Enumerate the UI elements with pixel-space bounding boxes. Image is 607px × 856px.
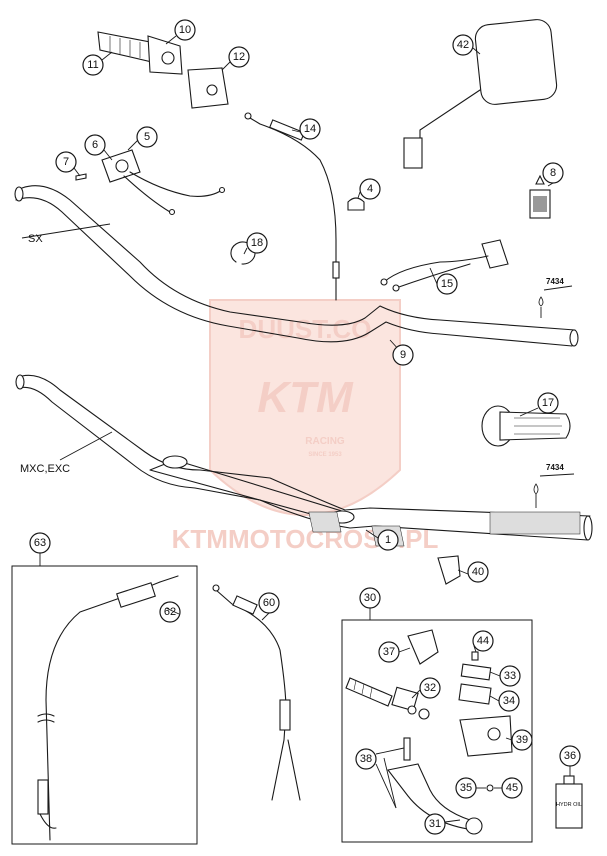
light-switch xyxy=(380,239,509,292)
svg-text:32: 32 xyxy=(424,682,436,694)
callout-12[interactable]: 12 xyxy=(228,46,250,68)
sx-handlebar: SX 7434 xyxy=(14,185,579,352)
svg-text:4: 4 xyxy=(367,183,373,195)
svg-text:40: 40 xyxy=(472,566,484,578)
kill-switch xyxy=(75,149,226,216)
callout-5[interactable]: 5 xyxy=(136,126,158,148)
throttle-cable xyxy=(244,112,340,301)
callout-18[interactable]: 18 xyxy=(246,232,268,254)
svg-text:45: 45 xyxy=(506,782,518,794)
svg-text:44: 44 xyxy=(477,635,489,647)
svg-text:15: 15 xyxy=(441,278,453,290)
callout-40[interactable]: 40 xyxy=(467,561,489,583)
cable-cap xyxy=(347,197,365,211)
callout-45[interactable]: 45 xyxy=(501,777,523,799)
callout-30[interactable]: 30 xyxy=(359,587,381,609)
svg-text:34: 34 xyxy=(503,695,515,707)
svg-text:36: 36 xyxy=(564,750,576,762)
svg-text:14: 14 xyxy=(304,123,316,135)
small-clamp xyxy=(437,555,461,585)
svg-text:1: 1 xyxy=(385,534,391,546)
callout-15[interactable]: 15 xyxy=(436,273,458,295)
callout-60[interactable]: 60 xyxy=(258,592,280,614)
callout-34[interactable]: 34 xyxy=(498,690,520,712)
callout-32[interactable]: 32 xyxy=(419,677,441,699)
callout-1[interactable]: 1 xyxy=(377,529,399,551)
callout-35[interactable]: 35 xyxy=(455,777,477,799)
svg-text:9: 9 xyxy=(400,349,406,361)
svg-text:39: 39 xyxy=(516,734,528,746)
left-grip xyxy=(481,405,571,447)
clutch-cable xyxy=(212,584,301,801)
svg-text:10: 10 xyxy=(179,24,191,36)
svg-text:38: 38 xyxy=(360,753,372,765)
watermark-racing: RACING xyxy=(305,436,345,447)
callout-31[interactable]: 31 xyxy=(424,813,446,835)
bottle-label: HYDR OIL xyxy=(556,802,582,808)
svg-text:17: 17 xyxy=(542,397,554,409)
callout-14[interactable]: 14 xyxy=(299,118,321,140)
svg-text:60: 60 xyxy=(263,597,275,609)
svg-text:6: 6 xyxy=(92,139,98,151)
throttle-grip-assembly xyxy=(97,31,183,75)
svg-text:30: 30 xyxy=(364,592,376,604)
callout-36[interactable]: 36 xyxy=(559,745,581,767)
svg-text:11: 11 xyxy=(87,59,98,71)
callout-9[interactable]: 9 xyxy=(392,344,414,366)
svg-text:31: 31 xyxy=(429,818,441,830)
callout-63[interactable]: 63 xyxy=(29,532,51,554)
hot-start-box xyxy=(11,553,198,845)
callout-17[interactable]: 17 xyxy=(537,392,559,414)
svg-text:8: 8 xyxy=(550,167,556,179)
svg-text:7: 7 xyxy=(63,156,69,168)
callout-10[interactable]: 10 xyxy=(174,19,196,41)
callout-7[interactable]: 7 xyxy=(55,151,77,173)
svg-text:37: 37 xyxy=(383,646,395,658)
svg-text:33: 33 xyxy=(504,670,516,682)
svg-text:42: 42 xyxy=(457,39,469,51)
sx-code: 7434 xyxy=(546,277,564,286)
mxc-exc-label: MXC,EXC xyxy=(20,463,70,475)
hydraulic-oil-bottle: HYDR OIL xyxy=(555,775,583,829)
svg-text:62: 62 xyxy=(164,606,176,618)
watermark-brand: KTM xyxy=(257,373,354,422)
svg-text:35: 35 xyxy=(460,782,472,794)
svg-text:18: 18 xyxy=(251,237,263,249)
loctite-bottle xyxy=(529,174,551,219)
callout-38[interactable]: 38 xyxy=(355,748,377,770)
callout-33[interactable]: 33 xyxy=(499,665,521,687)
callout-37[interactable]: 37 xyxy=(378,641,400,663)
watermark-since: SINCE 1953 xyxy=(308,452,342,458)
callout-8[interactable]: 8 xyxy=(542,162,564,184)
mxc-code: 7434 xyxy=(546,463,564,472)
svg-text:12: 12 xyxy=(233,51,245,63)
watermark: DUUST.CO KTM RACING SINCE 1953 KTMMOTOCR… xyxy=(172,299,438,554)
callout-42[interactable]: 42 xyxy=(452,34,474,56)
callout-leaders xyxy=(73,35,571,823)
mirror xyxy=(403,19,558,169)
callout-62[interactable]: 62 xyxy=(159,601,181,623)
callout-44[interactable]: 44 xyxy=(472,630,494,652)
callout-11[interactable]: 11 xyxy=(82,54,104,76)
svg-text:63: 63 xyxy=(34,537,46,549)
callout-4[interactable]: 4 xyxy=(359,178,381,200)
throttle-cover xyxy=(187,67,229,109)
svg-text:5: 5 xyxy=(144,131,150,143)
callout-6[interactable]: 6 xyxy=(84,134,106,156)
callout-39[interactable]: 39 xyxy=(511,729,533,751)
sx-label: SX xyxy=(28,233,43,245)
clutch-assembly-box xyxy=(341,608,533,843)
